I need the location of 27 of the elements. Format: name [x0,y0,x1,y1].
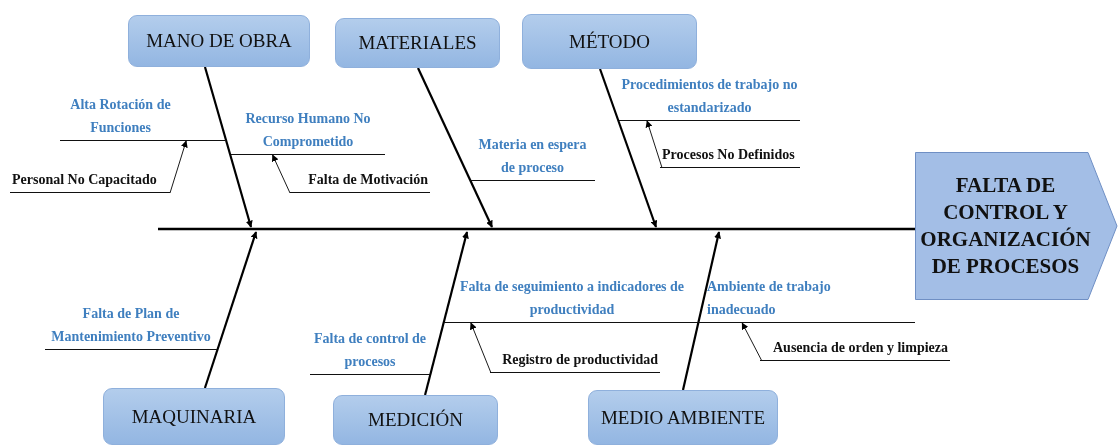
cause-label: Procedimientos de trabajo no estandarizado [619,69,800,121]
category-box: MATERIALES [335,18,500,68]
category-box: MÉTODO [522,14,697,69]
cause-label: Alta Rotación de Funciones [60,88,226,141]
sub-cause-label: Ausencia de orden y limpieza [760,338,950,361]
cause-label: Materia en espera de proceso [470,129,595,181]
bone-arrow [599,68,658,228]
bone-arrow [681,231,721,391]
category-box: MAQUINARIA [103,388,285,445]
category-box: MANO DE OBRA [128,15,310,67]
sub-cause-label: Personal No Capacitado [10,170,170,193]
bone-arrow [203,231,258,389]
effect-arrow-box: FALTA DE CONTROL Y ORGANIZACIÓN DE PROCESOS [915,152,1118,300]
bone-arrow [424,231,469,396]
cause-label: Falta de control de procesos [310,323,430,375]
sub-cause-label: Registro de productividad [490,350,660,373]
bone-arrow [203,66,253,228]
sub-cause-label: Falta de Motivación [290,170,430,193]
bone-arrow [417,67,493,228]
cause-label: Recurso Humano No Comprometido [231,103,385,155]
cause-label: Falta de Plan de Mantenimiento Preventivo [45,272,217,350]
sub-cause-label: Procesos No Definidos [660,145,800,168]
cause-label: Falta de seguimiento a indicadores de productividad [444,271,700,323]
category-box: MEDIO AMBIENTE [588,390,778,445]
cause-label: Ambiente de trabajo inadecuado [699,271,915,323]
spine-line [158,227,915,231]
category-box: MEDICIÓN [333,395,498,445]
